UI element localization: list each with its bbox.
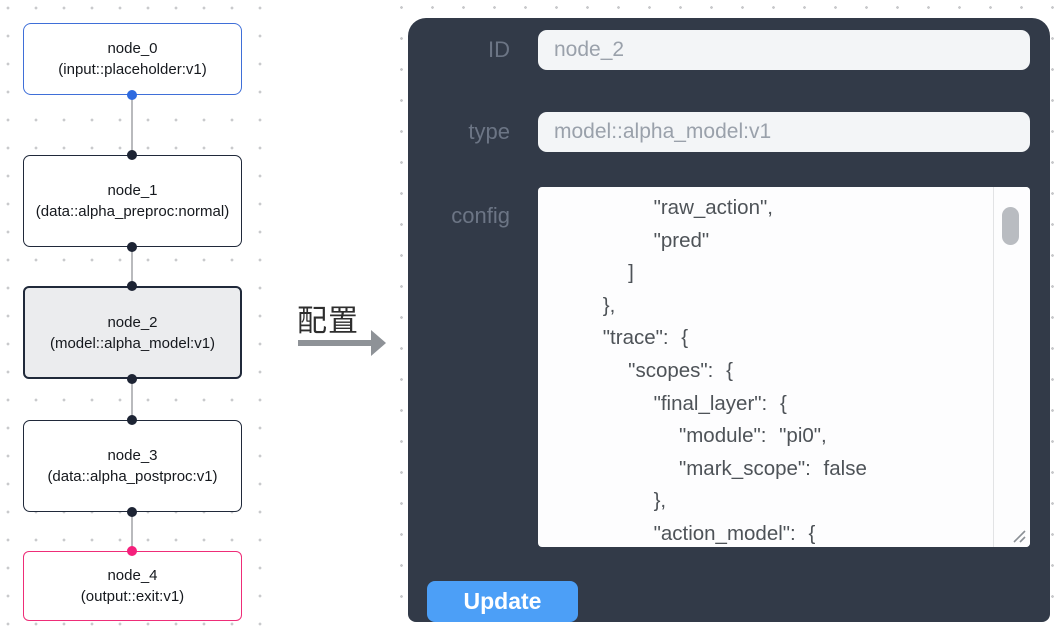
port-handle-node0-bottom[interactable] [127,90,137,100]
type-input[interactable]: model::alpha_model:v1 [538,112,1030,152]
edge-node2-node3 [131,379,133,420]
port-handle-node4-top[interactable] [127,546,137,556]
edge-node0-node1 [131,95,133,155]
node-subtitle: (data::alpha_postproc:v1) [47,468,218,485]
config-panel: ID node_2 type model::alpha_model:v1 con… [408,18,1050,622]
flow-node-node_3[interactable]: node_3 (data::alpha_postproc:v1) [23,420,242,512]
scrollbar-thumb[interactable] [1002,207,1019,245]
port-handle-node3-top[interactable] [127,415,137,425]
flow-node-node_1[interactable]: node_1 (data::alpha_preproc:normal) [23,155,242,247]
edge-node3-node4 [131,512,133,551]
update-button[interactable]: Update [427,581,578,622]
flow-canvas[interactable]: node_0 (input::placeholder:v1) node_1 (d… [0,0,278,643]
scrollbar-track[interactable] [993,187,1030,547]
node-title: node_1 [107,182,158,199]
flow-node-node_0[interactable]: node_0 (input::placeholder:v1) [23,23,242,95]
port-handle-node2-top[interactable] [127,281,137,291]
node-subtitle: (output::exit:v1) [80,588,185,605]
id-label: ID [488,37,510,62]
config-json-text[interactable]: "raw_action", "pred" ] }, "trace": { "sc… [602,196,867,545]
flow-node-node_2-selected[interactable]: node_2 (model::alpha_model:v1) [23,286,242,379]
arrow-right-icon [298,340,372,346]
id-input[interactable]: node_2 [538,30,1030,70]
edge-node1-node2 [131,247,133,286]
config-textarea[interactable]: "raw_action", "pred" ] }, "trace": { "sc… [538,187,1030,547]
config-label: config [451,203,510,228]
node-title: node_3 [107,447,158,464]
port-handle-node2-bottom[interactable] [127,374,137,384]
port-handle-node1-bottom[interactable] [127,242,137,252]
annotation-label: 配置 [297,305,359,338]
resize-handle-icon[interactable] [1011,528,1027,544]
node-title: node_4 [107,567,158,584]
flow-node-node_4[interactable]: node_4 (output::exit:v1) [23,551,242,621]
port-handle-node3-bottom[interactable] [127,507,137,517]
arrow-right-icon-head [371,330,386,356]
node-subtitle: (model::alpha_model:v1) [49,334,216,352]
type-label: type [468,119,510,144]
node-subtitle: (input::placeholder:v1) [58,61,207,78]
port-handle-node1-top[interactable] [127,150,137,160]
node-title: node_0 [107,40,158,57]
node-title: node_2 [107,313,158,331]
node-subtitle: (data::alpha_preproc:normal) [35,203,230,220]
